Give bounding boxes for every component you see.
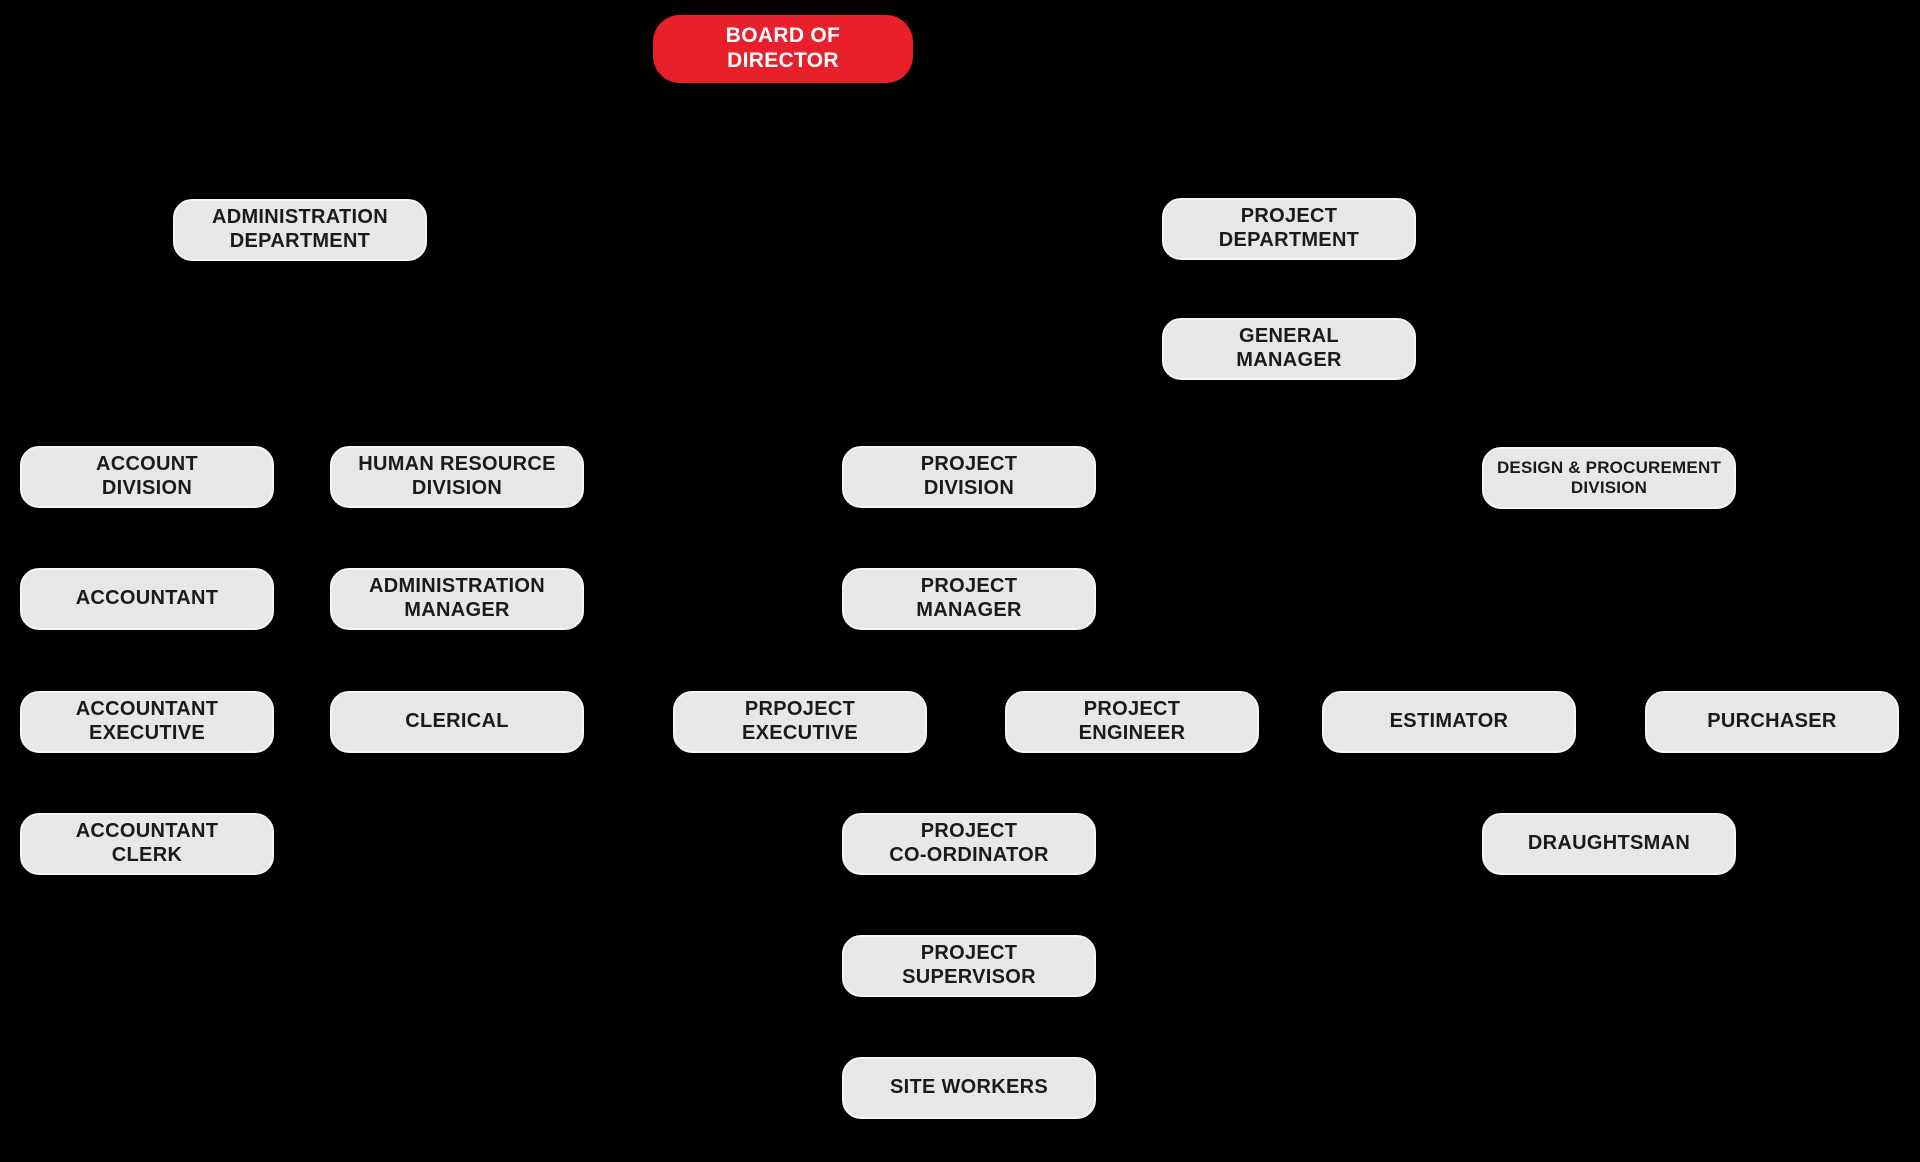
org-node-label: PROJECT ENGINEER [1078, 698, 1186, 744]
org-node-general-manager: GENERAL MANAGER [1162, 318, 1416, 380]
org-node-label: PROJECT CO-ORDINATOR [889, 820, 1049, 866]
org-node-label: PROJECT DEPARTMENT [1218, 205, 1360, 251]
org-node-human-resource-division: HUMAN RESOURCE DIVISION [330, 446, 584, 508]
org-node-clerical: CLERICAL [330, 691, 584, 753]
org-node-label: PROJECT DIVISION [920, 453, 1018, 499]
org-node-project-division: PROJECT DIVISION [842, 446, 1096, 508]
org-node-label: CLERICAL [405, 710, 509, 733]
org-node-estimator: ESTIMATOR [1322, 691, 1576, 753]
org-node-label: ESTIMATOR [1389, 710, 1509, 733]
org-node-label: ACCOUNTANT EXECUTIVE [75, 698, 219, 744]
org-node-prpoject-executive: PRPOJECT EXECUTIVE [673, 691, 927, 753]
org-node-label: ACCOUNTANT CLERK [75, 820, 219, 866]
org-node-label: DRAUGHTSMAN [1527, 832, 1691, 855]
org-node-project-manager: PROJECT MANAGER [842, 568, 1096, 630]
org-node-label: GENERAL MANAGER [1236, 325, 1342, 371]
org-node-label: HUMAN RESOURCE DIVISION [358, 453, 556, 499]
org-node-board-of-director: BOARD OF DIRECTOR [653, 15, 913, 83]
org-node-label: ADMINISTRATION MANAGER [368, 575, 546, 621]
org-node-project-engineer: PROJECT ENGINEER [1005, 691, 1259, 753]
org-node-account-division: ACCOUNT DIVISION [20, 446, 274, 508]
org-node-administration-department: ADMINISTRATION DEPARTMENT [173, 199, 427, 261]
org-node-label: SITE WORKERS [889, 1076, 1049, 1099]
org-node-label: PRPOJECT EXECUTIVE [741, 698, 859, 744]
org-node-label: DESIGN & PROCUREMENT DIVISION [1496, 457, 1722, 497]
org-node-project-supervisor: PROJECT SUPERVISOR [842, 935, 1096, 997]
org-node-accountant-clerk: ACCOUNTANT CLERK [20, 813, 274, 875]
org-node-design-procurement-division: DESIGN & PROCUREMENT DIVISION [1482, 447, 1736, 509]
org-node-purchaser: PURCHASER [1645, 691, 1899, 753]
org-node-accountant-executive: ACCOUNTANT EXECUTIVE [20, 691, 274, 753]
org-node-project-department: PROJECT DEPARTMENT [1162, 198, 1416, 260]
org-node-project-co-ordinator: PROJECT CO-ORDINATOR [842, 813, 1096, 875]
org-node-label: ACCOUNTANT [75, 587, 219, 610]
org-node-accountant: ACCOUNTANT [20, 568, 274, 630]
org-node-label: ACCOUNT DIVISION [95, 453, 199, 499]
org-node-label: BOARD OF DIRECTOR [725, 24, 841, 72]
org-node-label: PROJECT MANAGER [916, 575, 1022, 621]
org-node-site-workers: SITE WORKERS [842, 1057, 1096, 1119]
org-node-label: ADMINISTRATION DEPARTMENT [211, 206, 389, 252]
org-node-label: PROJECT SUPERVISOR [902, 942, 1036, 988]
org-node-draughtsman: DRAUGHTSMAN [1482, 813, 1736, 875]
org-node-label: PURCHASER [1707, 710, 1837, 733]
org-node-administration-manager: ADMINISTRATION MANAGER [330, 568, 584, 630]
